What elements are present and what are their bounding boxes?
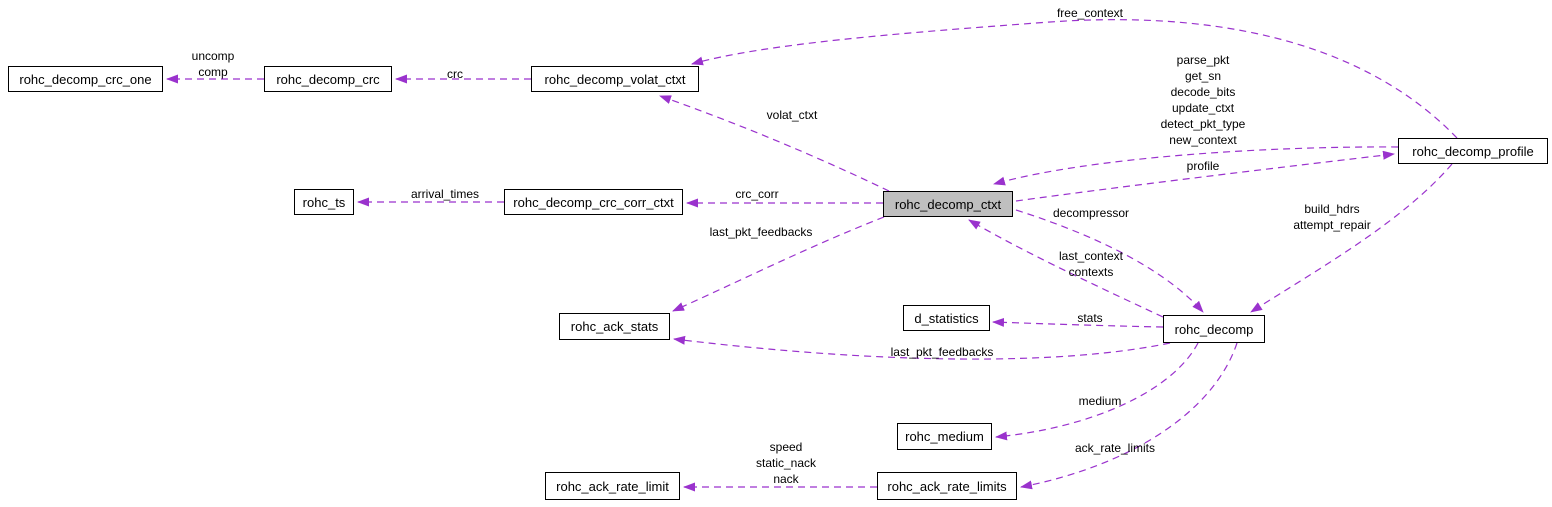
edge-label-line: static_nack xyxy=(755,456,817,470)
node-rohc-decomp-crc-corr-ctxt[interactable]: rohc_decomp_crc_corr_ctxt xyxy=(504,189,683,215)
edge-build-hdrs-attempt-repair xyxy=(1250,163,1453,313)
edge-label-line: detect_pkt_type xyxy=(1160,117,1246,131)
edge-label-line: get_sn xyxy=(1184,69,1222,83)
edge-label-build-hdrs-attempt-repair: build_hdrs attempt_repair xyxy=(1293,201,1370,233)
node-label: rohc_decomp_ctxt xyxy=(894,196,1002,212)
edge-last-pkt-feedbacks-decomp xyxy=(673,335,1171,360)
edge-label-line: parse_pkt xyxy=(1176,53,1230,67)
node-rohc-decomp-crc[interactable]: rohc_decomp_crc xyxy=(264,66,392,92)
node-label: rohc_decomp_volat_ctxt xyxy=(544,71,686,87)
edge-label-last-context-contexts: last_context contexts xyxy=(1059,248,1123,280)
edge-last-context-contexts xyxy=(968,219,1164,318)
edge-profile-functions xyxy=(993,146,1399,186)
edge-profile xyxy=(1015,150,1395,202)
node-rohc-decomp[interactable]: rohc_decomp xyxy=(1163,315,1265,343)
edge-label-ack-rate-limits: ack_rate_limits xyxy=(1074,441,1156,455)
edge-label-stats: stats xyxy=(1077,311,1103,325)
node-label: rohc_medium xyxy=(905,429,984,444)
node-d-statistics[interactable]: d_statistics xyxy=(903,305,990,331)
edge-label-line: speed xyxy=(769,440,803,454)
edge-label-decompressor: decompressor xyxy=(1052,206,1130,220)
edge-label-volat-ctxt: volat_ctxt xyxy=(766,108,818,122)
edge-label-line: last_context xyxy=(1058,249,1124,263)
edge-label-uncomp-comp: uncomp comp xyxy=(192,48,235,80)
node-rohc-medium[interactable]: rohc_medium xyxy=(897,423,992,450)
edge-label-crc-corr: crc_corr xyxy=(735,187,779,201)
edge-label-line: uncomp xyxy=(191,49,235,63)
edge-label-line: decode_bits xyxy=(1170,85,1236,99)
node-label: rohc_decomp_crc_corr_ctxt xyxy=(513,194,674,210)
node-rohc-ts[interactable]: rohc_ts xyxy=(294,189,354,215)
edge-label-line: comp xyxy=(198,65,228,79)
edge-label-last-pkt-feedbacks-upper: last_pkt_feedbacks xyxy=(709,225,813,239)
node-rohc-ack-rate-limits[interactable]: rohc_ack_rate_limits xyxy=(877,472,1017,500)
node-label: rohc_ack_stats xyxy=(570,319,659,334)
edge-label-speed-static-nack-nack: speed static_nack nack xyxy=(756,439,816,487)
node-label: rohc_decomp_crc xyxy=(276,71,380,87)
edge-last-pkt-feedbacks-ctxt xyxy=(672,216,885,312)
edge-label-crc: crc xyxy=(447,67,463,81)
edge-label-line: new_context xyxy=(1169,133,1237,147)
edge-label-line: update_ctxt xyxy=(1171,101,1235,115)
edge-label-profile-functions: parse_pkt get_sn decode_bits update_ctxt… xyxy=(1161,52,1246,148)
node-rohc-decomp-ctxt: rohc_decomp_ctxt xyxy=(883,191,1013,217)
node-label: rohc_decomp_crc_one xyxy=(19,71,152,87)
edge-label-medium: medium xyxy=(1078,394,1122,408)
node-label: rohc_ack_rate_limit xyxy=(556,478,669,494)
edge-label-last-pkt-feedbacks-lower: last_pkt_feedbacks xyxy=(890,345,994,359)
edge-label-free-context: free_context xyxy=(1056,6,1124,20)
node-rohc-decomp-volat-ctxt[interactable]: rohc_decomp_volat_ctxt xyxy=(531,66,699,92)
edge-label-profile: profile xyxy=(1186,159,1220,173)
node-rohc-ack-stats[interactable]: rohc_ack_stats xyxy=(559,313,670,340)
node-rohc-decomp-crc-one[interactable]: rohc_decomp_crc_one xyxy=(8,66,163,92)
edge-volat-ctxt xyxy=(659,95,890,192)
edge-stats xyxy=(992,317,1164,328)
edge-free-context xyxy=(691,19,1458,139)
node-label: rohc_decomp_profile xyxy=(1412,143,1534,159)
node-rohc-decomp-profile[interactable]: rohc_decomp_profile xyxy=(1398,138,1548,164)
node-label: rohc_ack_rate_limits xyxy=(887,478,1007,494)
edge-label-line: nack xyxy=(773,472,799,486)
edge-decompressor xyxy=(1015,209,1204,313)
edge-label-line: attempt_repair xyxy=(1293,218,1371,232)
edge-label-line: build_hdrs xyxy=(1304,202,1360,216)
edge-label-line: contexts xyxy=(1068,265,1114,279)
edge-medium xyxy=(995,342,1199,441)
node-rohc-ack-rate-limit[interactable]: rohc_ack_rate_limit xyxy=(545,472,680,500)
edge-ack-rate-limits xyxy=(1020,342,1238,490)
node-label: d_statistics xyxy=(914,310,979,326)
node-label: rohc_decomp xyxy=(1174,321,1254,337)
node-label: rohc_ts xyxy=(302,194,346,210)
edge-label-arrival-times: arrival_times xyxy=(410,187,480,201)
